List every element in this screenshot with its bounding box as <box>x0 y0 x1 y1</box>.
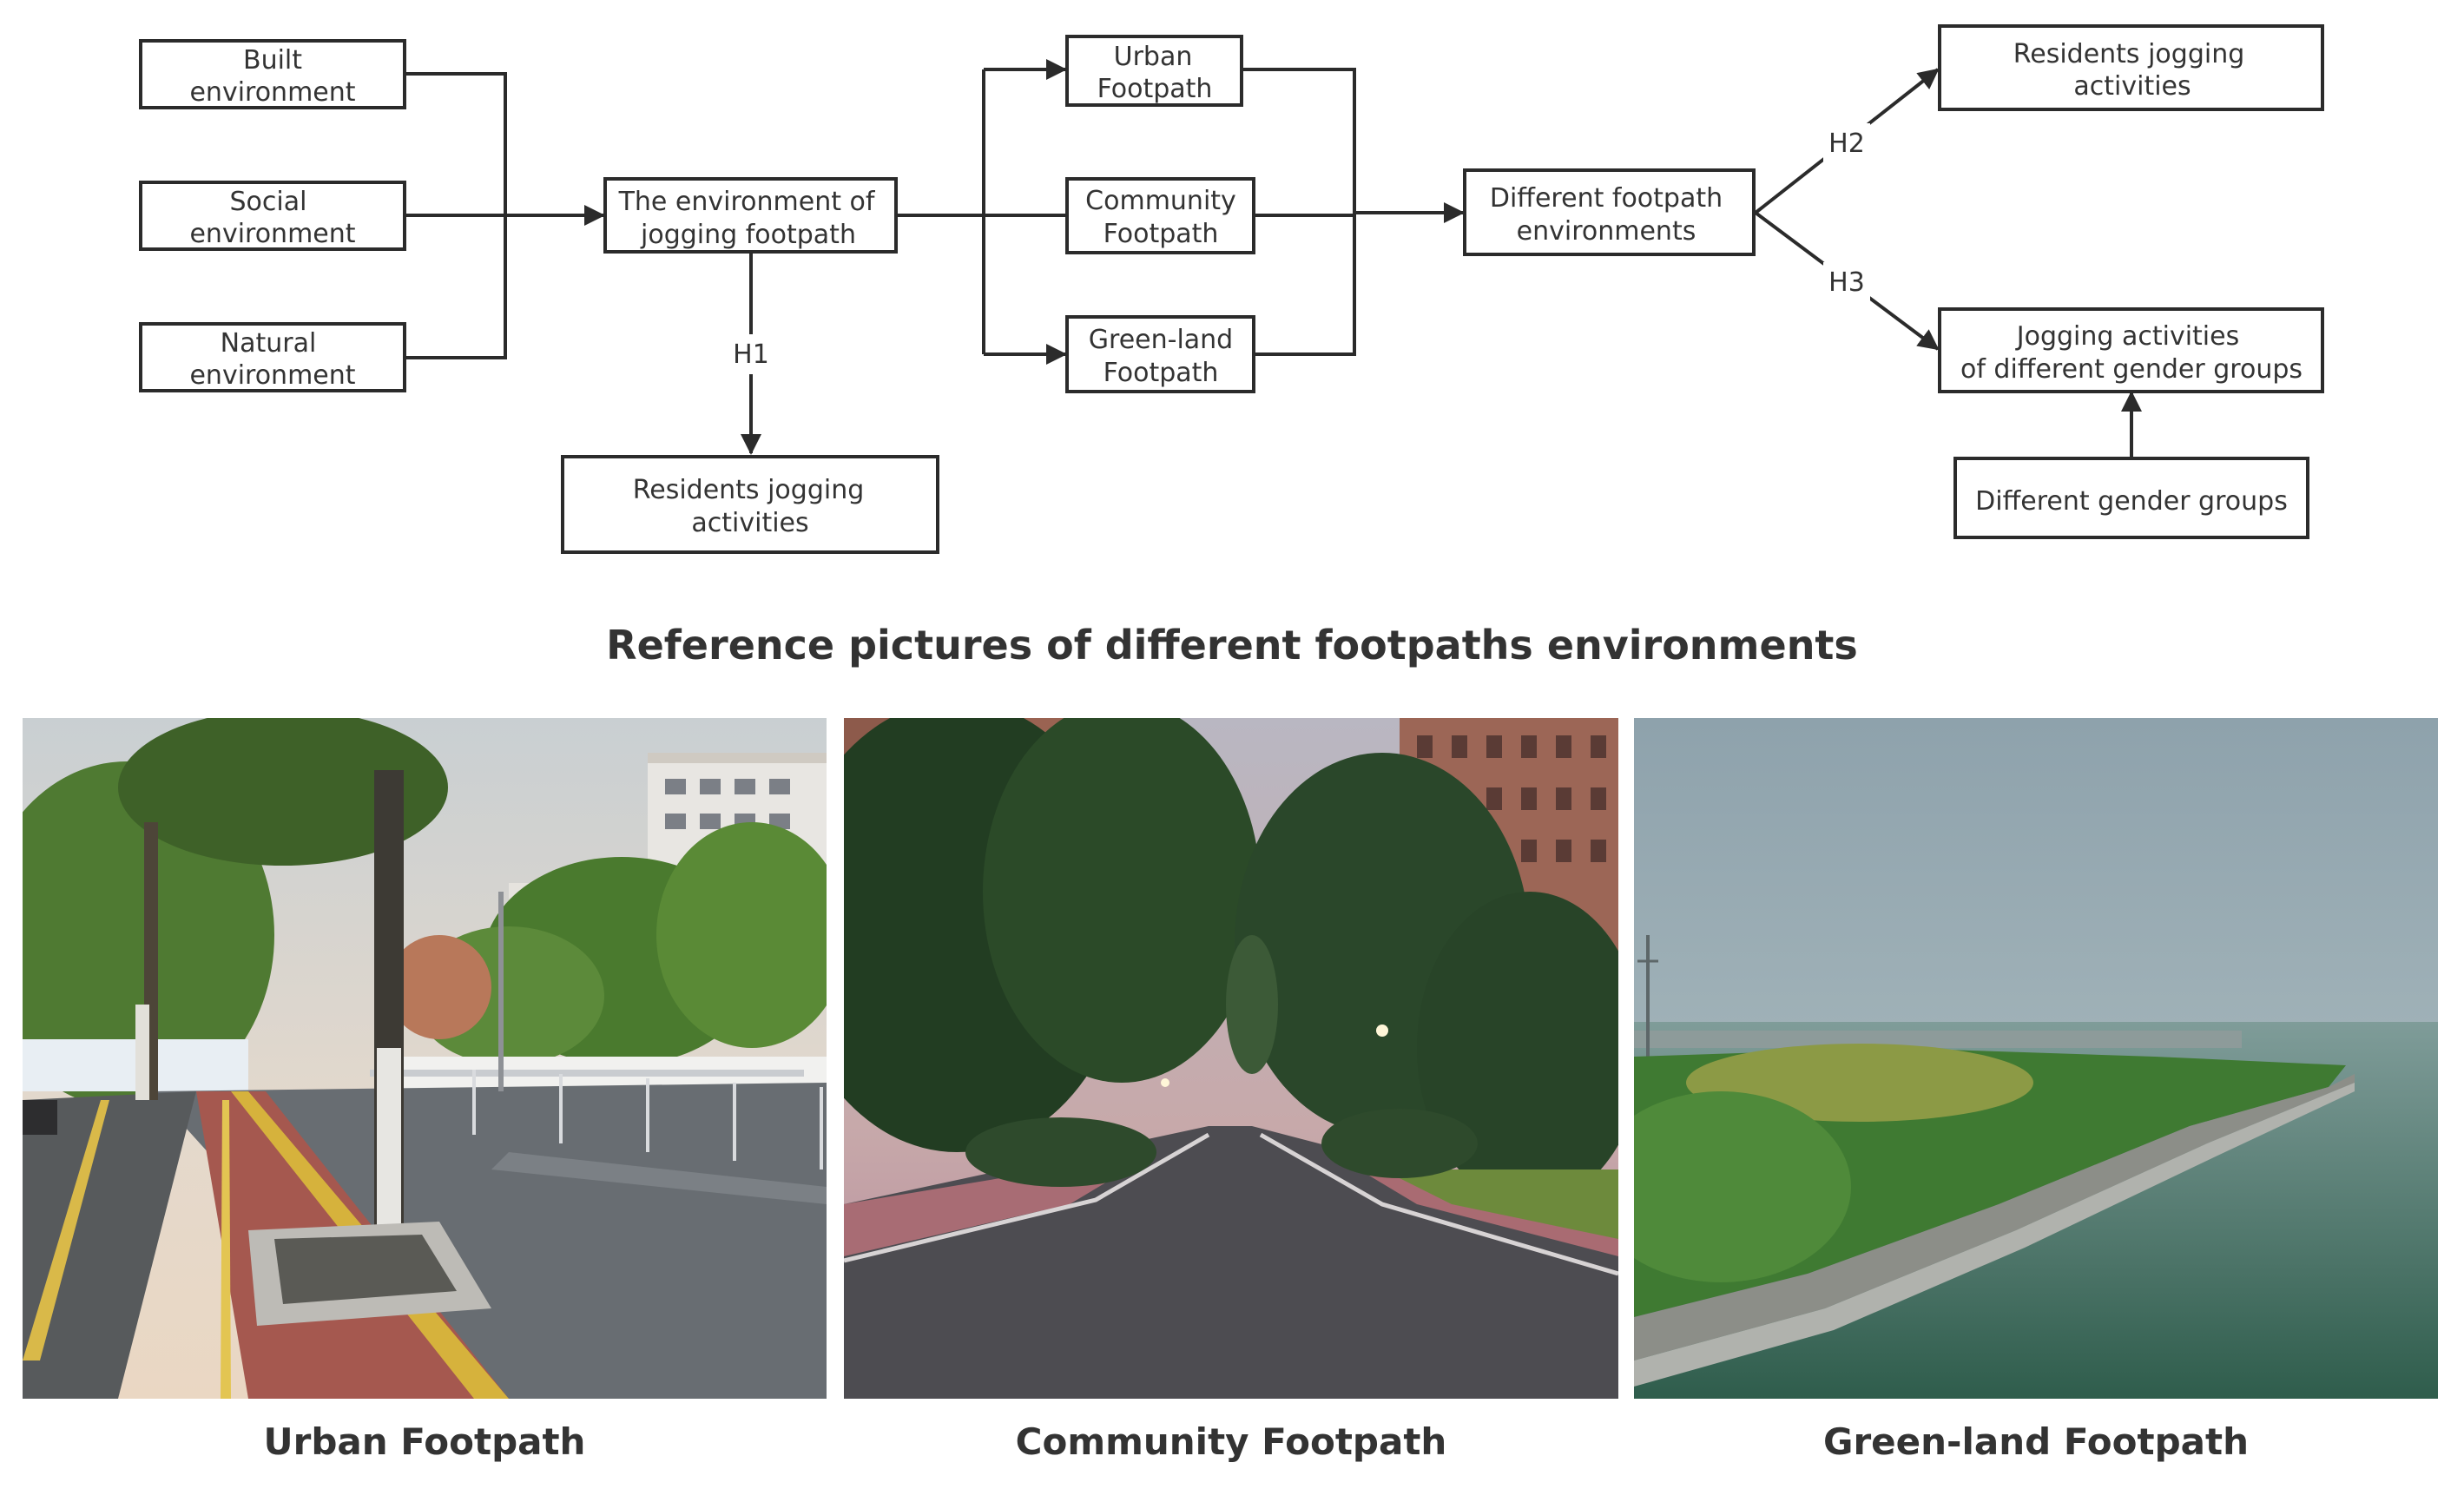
node-natural-environment: Natural environment <box>139 322 406 392</box>
node-social-environment: Social environment <box>139 181 406 251</box>
svg-text:of different gender groups: of different gender groups <box>1960 354 2303 385</box>
caption-community-footpath: Community Footpath <box>1015 1420 1447 1463</box>
community-footpath-photo <box>844 718 1618 1399</box>
section-title: Reference pictures of different footpath… <box>606 622 1858 669</box>
h2-label: H2 <box>1828 128 1865 159</box>
node-residents-jogging-activities-1: Residents jogging activities <box>561 455 939 554</box>
h3-label: H3 <box>1828 267 1865 298</box>
svg-text:Footpath: Footpath <box>1104 358 1219 388</box>
svg-text:Footpath: Footpath <box>1104 219 1219 249</box>
node-community-footpath: Community Footpath <box>1065 177 1255 254</box>
svg-text:Residents jogging: Residents jogging <box>633 475 865 505</box>
hypothesis-labels: H1 H2 H3 <box>728 123 1870 374</box>
svg-text:activities: activities <box>2073 71 2191 102</box>
svg-text:Natural: Natural <box>221 328 317 359</box>
research-framework-diagram: H1 H2 H3 Built environment Social enviro… <box>139 24 2324 554</box>
svg-text:Community: Community <box>1085 186 1236 216</box>
svg-text:Footpath: Footpath <box>1097 74 1213 104</box>
h1-label: H1 <box>733 339 769 370</box>
node-greenland-footpath: Green-land Footpath <box>1065 315 1255 393</box>
svg-text:Social: Social <box>230 187 307 217</box>
svg-text:Residents jogging: Residents jogging <box>2013 39 2245 69</box>
svg-text:jogging footpath: jogging footpath <box>640 220 856 250</box>
svg-text:Urban: Urban <box>1114 42 1193 72</box>
caption-greenland-footpath: Green-land Footpath <box>1823 1420 2249 1463</box>
connectors <box>405 59 2142 458</box>
svg-text:environment: environment <box>189 360 355 391</box>
svg-text:environment: environment <box>189 77 355 108</box>
community-road-photo-icon <box>844 718 1618 1399</box>
node-built-environment: Built environment <box>139 39 406 109</box>
greenland-footpath-photo <box>1634 718 2438 1399</box>
urban-street-photo-icon <box>23 718 827 1399</box>
svg-text:Green-land: Green-land <box>1089 325 1233 355</box>
svg-text:The environment of: The environment of <box>618 187 876 217</box>
node-residents-jogging-activities-2: Residents jogging activities <box>1938 24 2324 111</box>
node-different-footpath-environments: Different footpath environments <box>1463 168 1756 256</box>
svg-text:environments: environments <box>1517 216 1696 247</box>
node-jogging-footpath-environment: The environment of jogging footpath <box>603 177 898 254</box>
node-gender-jogging-activities: Jogging activities of different gender g… <box>1938 307 2324 393</box>
svg-text:environment: environment <box>189 219 355 249</box>
urban-footpath-photo <box>23 718 827 1399</box>
node-urban-footpath: Urban Footpath <box>1065 35 1243 107</box>
node-different-gender-groups: Different gender groups <box>1953 457 2309 539</box>
svg-text:Built: Built <box>243 45 302 76</box>
svg-text:Different footpath: Different footpath <box>1490 183 1723 214</box>
svg-text:activities: activities <box>691 508 808 538</box>
svg-text:Different gender groups: Different gender groups <box>1975 486 2288 517</box>
caption-urban-footpath: Urban Footpath <box>263 1420 586 1463</box>
lakeside-greenland-photo-icon <box>1634 718 2438 1399</box>
svg-text:Jogging activities: Jogging activities <box>2015 321 2239 352</box>
